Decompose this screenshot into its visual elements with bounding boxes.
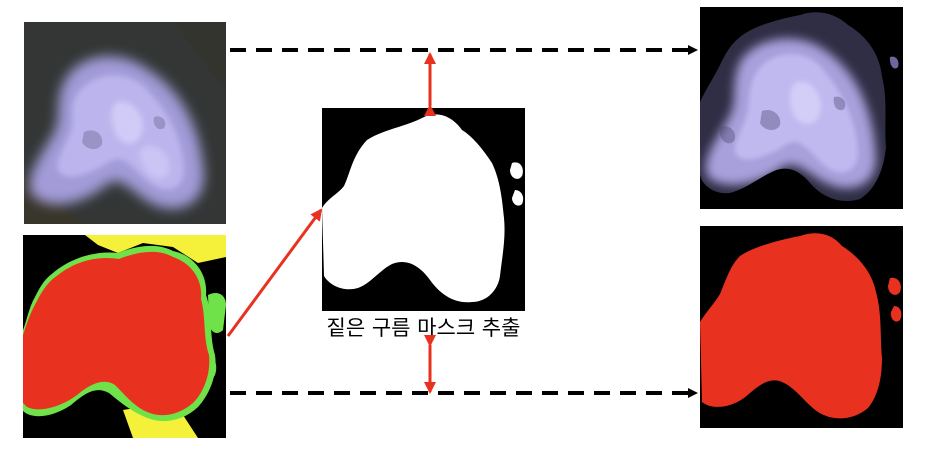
masked-cloud-image xyxy=(700,7,903,209)
thick-cloud-binary-mask xyxy=(322,108,525,311)
caption-thick-cloud-mask-extraction: 짙은 구름 마스크 추출 xyxy=(326,316,521,340)
thick-cloud-only-mask xyxy=(700,226,903,428)
cloud-class-mask xyxy=(23,235,226,438)
satellite-cloud-image xyxy=(24,22,226,224)
